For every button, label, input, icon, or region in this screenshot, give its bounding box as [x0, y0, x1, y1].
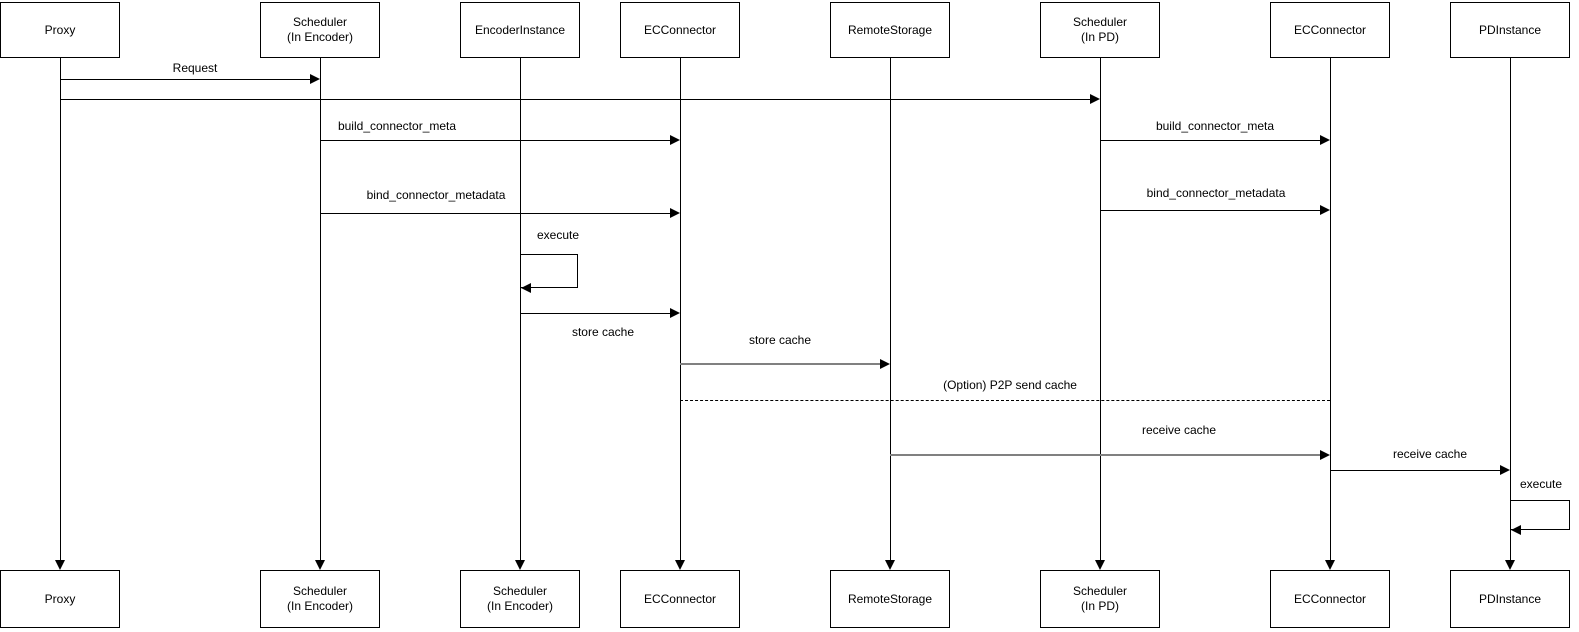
message-label-build-connector-meta: build_connector_meta — [1155, 119, 1275, 133]
actor-label: ECConnector — [643, 591, 717, 606]
message-build-connector-meta-encoder-line — [320, 140, 672, 141]
actor-label: EncoderInstance — [474, 22, 566, 37]
arrowhead-icon — [670, 208, 680, 218]
message-label-store-cache: store cache — [571, 325, 635, 339]
actor-label: Scheduler (In PD) — [1072, 15, 1128, 44]
message-p2p-send-cache-line — [680, 400, 1330, 401]
actor-label: ECConnector — [1293, 591, 1367, 606]
lifeline-arrowhead-icon — [1095, 560, 1105, 570]
actor-proxy-top-box: Proxy — [0, 2, 120, 58]
message-label-build-connector-meta: build_connector_meta — [337, 119, 457, 133]
lifeline-scheduler-pd — [1100, 58, 1101, 562]
message-label-receive-cache: receive cache — [1141, 423, 1217, 437]
actor-label: PDInstance — [1478, 591, 1542, 606]
actor-proxy-bottom-box: Proxy — [0, 570, 120, 628]
arrowhead-icon — [880, 359, 890, 369]
actor-label: Scheduler (In PD) — [1072, 584, 1128, 613]
arrowhead-icon — [670, 308, 680, 318]
lifeline-pdinstance — [1510, 58, 1511, 562]
arrowhead-icon — [1511, 525, 1521, 535]
lifeline-remotestorage — [890, 58, 891, 562]
actor-ecconnector-1-bottom-box: ECConnector — [620, 570, 740, 628]
message-execute-self-loop-encoder — [521, 254, 578, 288]
message-execute-self-loop-pd — [1511, 500, 1570, 530]
message-label-request: Request — [172, 61, 218, 75]
lifeline-scheduler-encoder — [320, 58, 321, 562]
message-store-cache-encoder-line — [520, 313, 672, 314]
actor-scheduler-pd-top-box: Scheduler (In PD) — [1040, 2, 1160, 58]
arrowhead-icon — [670, 135, 680, 145]
message-label-execute: execute — [536, 228, 580, 242]
arrowhead-icon — [1320, 135, 1330, 145]
arrowhead-icon — [1320, 450, 1330, 460]
message-proxy-to-scheduler-pd-line — [60, 99, 1092, 100]
lifeline-arrowhead-icon — [515, 560, 525, 570]
actor-encoderinstance-top-box: EncoderInstance — [460, 2, 580, 58]
lifeline-proxy — [60, 58, 61, 562]
lifeline-arrowhead-icon — [1325, 560, 1335, 570]
actor-remotestorage-bottom-box: RemoteStorage — [830, 570, 950, 628]
lifeline-arrowhead-icon — [675, 560, 685, 570]
message-label-bind-connector-metadata: bind_connector_metadata — [1146, 186, 1286, 200]
message-bind-connector-metadata-encoder-line — [320, 213, 672, 214]
actor-label: Scheduler (In Encoder) — [286, 584, 354, 613]
actor-label: Proxy — [44, 22, 76, 37]
message-store-cache-remotestorage-line — [680, 363, 882, 365]
arrowhead-icon — [1320, 205, 1330, 215]
lifeline-arrowhead-icon — [55, 560, 65, 570]
lifeline-arrowhead-icon — [315, 560, 325, 570]
lifeline-ecconnector-1 — [680, 58, 681, 562]
arrowhead-icon — [521, 283, 531, 293]
actor-label: RemoteStorage — [847, 22, 933, 37]
actor-label: Scheduler (In Encoder) — [486, 584, 554, 613]
actor-scheduler-pd-bottom-box: Scheduler (In PD) — [1040, 570, 1160, 628]
actor-remotestorage-top-box: RemoteStorage — [830, 2, 950, 58]
message-request-line — [60, 79, 312, 80]
actor-label: PDInstance — [1478, 22, 1542, 37]
actor-scheduler-encoder-bottom-box: Scheduler (In Encoder) — [260, 570, 380, 628]
message-label-execute: execute — [1519, 477, 1563, 491]
message-bind-connector-metadata-pd-line — [1100, 210, 1322, 211]
message-label-bind-connector-metadata: bind_connector_metadata — [366, 188, 506, 202]
message-label-p2p-send-cache: (Option) P2P send cache — [943, 378, 1077, 392]
actor-label: Proxy — [44, 591, 76, 606]
actor-label: ECConnector — [1293, 22, 1367, 37]
arrowhead-icon — [1500, 465, 1510, 475]
arrowhead-icon — [1090, 94, 1100, 104]
actor-pdinstance-top-box: PDInstance — [1450, 2, 1570, 58]
message-receive-cache-remotestorage-line — [890, 454, 1322, 456]
lifeline-encoderinstance — [520, 58, 521, 562]
lifeline-ecconnector-2 — [1330, 58, 1331, 562]
actor-label: ECConnector — [643, 22, 717, 37]
actor-label: Scheduler (In Encoder) — [286, 15, 354, 44]
lifeline-arrowhead-icon — [1505, 560, 1515, 570]
actor-ecconnector-2-bottom-box: ECConnector — [1270, 570, 1390, 628]
actor-ecconnector-1-top-box: ECConnector — [620, 2, 740, 58]
message-receive-cache-pdinstance-line — [1330, 470, 1502, 471]
message-label-receive-cache: receive cache — [1392, 447, 1468, 461]
actor-ecconnector-2-top-box: ECConnector — [1270, 2, 1390, 58]
actor-encoderinstance-bottom-box: Scheduler (In Encoder) — [460, 570, 580, 628]
lifeline-arrowhead-icon — [885, 560, 895, 570]
actor-pdinstance-bottom-box: PDInstance — [1450, 570, 1570, 628]
message-label-store-cache: store cache — [748, 333, 812, 347]
arrowhead-icon — [310, 74, 320, 84]
actor-label: RemoteStorage — [847, 591, 933, 606]
actor-scheduler-encoder-top-box: Scheduler (In Encoder) — [260, 2, 380, 58]
message-build-connector-meta-pd-line — [1100, 140, 1322, 141]
